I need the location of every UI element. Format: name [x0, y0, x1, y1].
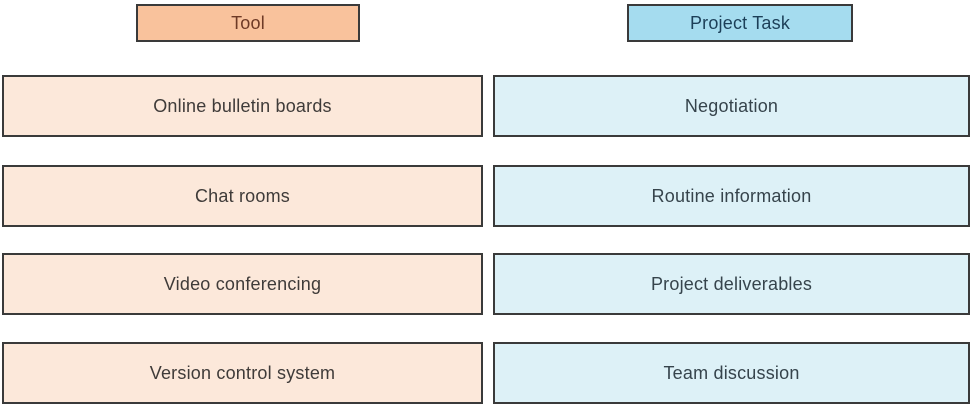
task-item-project-deliverables[interactable]: Project deliverables: [493, 253, 970, 315]
task-item-routine-information[interactable]: Routine information: [493, 165, 970, 227]
task-item-negotiation[interactable]: Negotiation: [493, 75, 970, 137]
tool-item-version-control-system[interactable]: Version control system: [2, 342, 483, 404]
tool-item-video-conferencing[interactable]: Video conferencing: [2, 253, 483, 315]
column-header-project-task: Project Task: [627, 4, 853, 42]
task-item-team-discussion[interactable]: Team discussion: [493, 342, 970, 404]
column-header-tool: Tool: [136, 4, 360, 42]
tool-item-chat-rooms[interactable]: Chat rooms: [2, 165, 483, 227]
tool-item-online-bulletin-boards[interactable]: Online bulletin boards: [2, 75, 483, 137]
